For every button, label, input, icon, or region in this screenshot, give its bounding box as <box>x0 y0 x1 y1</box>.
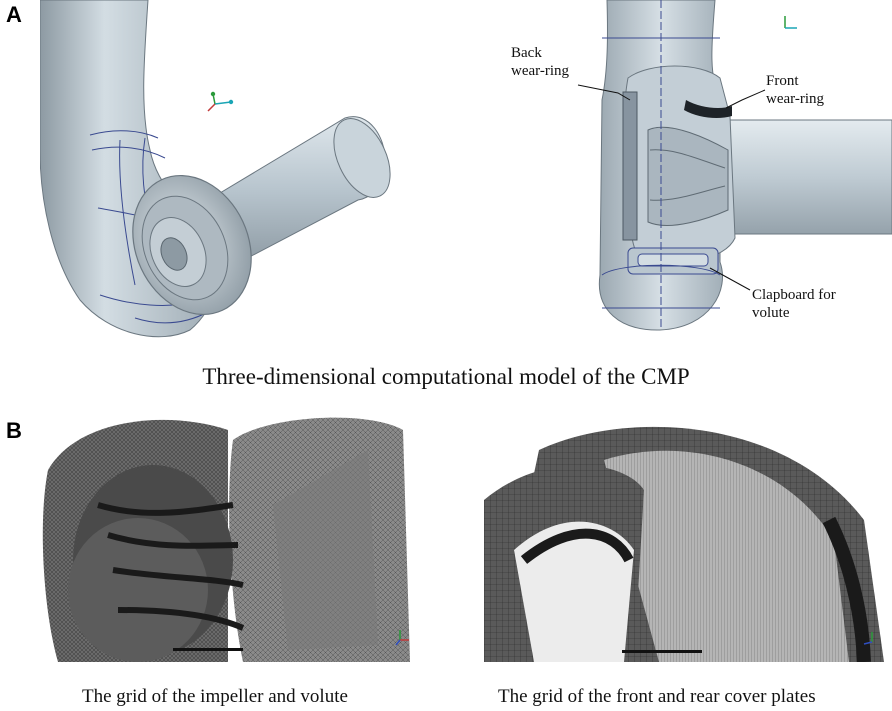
caption-impeller-volute-grid: The grid of the impeller and volute <box>82 686 348 707</box>
panel-label-a: A <box>6 2 22 27</box>
annotation-front-line1: Front <box>766 73 799 89</box>
annotation-front-wear-ring: Front wear-ring <box>766 72 824 108</box>
annotation-clap-line1: Clapboard for <box>752 287 836 303</box>
annotation-back-line2: wear-ring <box>511 63 570 79</box>
caption-cover-plates-grid: The grid of the front and rear cover pla… <box>498 686 816 707</box>
pump-cross-section-right <box>577 0 892 331</box>
annotation-back-wear-ring: Back wear-ring <box>511 44 569 80</box>
mesh-impeller-volute <box>38 410 422 662</box>
pump-3d-model-left <box>40 0 391 338</box>
annotation-clapboard: Clapboard for volute <box>752 286 836 322</box>
annotation-back-line1: Back <box>511 45 542 61</box>
panel-label-b: B <box>6 418 22 443</box>
annotation-front-line2: wear-ring <box>766 91 825 107</box>
annotation-clap-line2: volute <box>752 305 790 321</box>
caption-panel-a: Three-dimensional computational model of… <box>202 364 690 389</box>
mesh-cover-plates <box>484 410 886 662</box>
